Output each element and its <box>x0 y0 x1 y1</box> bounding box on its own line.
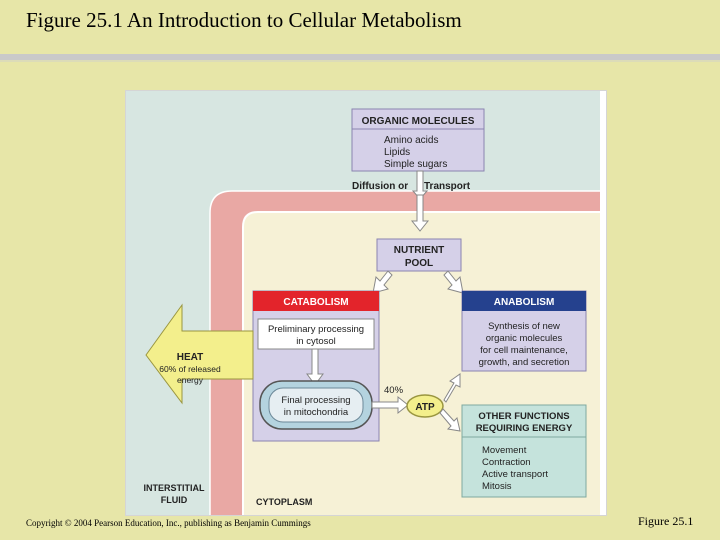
anabolism-label: for cell maintenance, <box>480 345 568 356</box>
membrane-arrow <box>410 194 430 232</box>
interstitial-fluid-label: FLUID <box>161 495 188 505</box>
metabolism-figure: ORGANIC MOLECULES Amino acids Lipids Sim… <box>125 90 607 516</box>
organic-molecules-box <box>351 108 485 172</box>
membrane-inner-edge <box>242 211 600 515</box>
pool-to-catabolism-arrow <box>372 270 393 294</box>
atp-to-anabolism-arrow <box>443 373 461 403</box>
figure-label: Figure 25.1 <box>638 514 694 528</box>
nutrient-pool-box <box>376 238 462 272</box>
atp-label: ATP <box>415 402 435 413</box>
preliminary-processing-label: Preliminary processing <box>268 324 364 335</box>
diffusion-label: Diffusion or <box>352 181 408 192</box>
pool-to-anabolism-arrow <box>443 270 464 294</box>
heat-label: 60% of released <box>159 364 221 374</box>
organic-molecule-item: Simple sugars <box>384 159 447 170</box>
final-processing-label: Final processing <box>281 395 350 406</box>
other-function-item: Contraction <box>482 457 531 468</box>
atp-node <box>406 394 444 418</box>
other-functions-title: OTHER FUNCTIONS <box>478 411 569 422</box>
copyright-notice: Copyright © 2004 Pearson Education, Inc.… <box>26 518 311 528</box>
organic-molecule-item: Lipids <box>384 147 410 158</box>
anabolism-header <box>462 291 586 311</box>
catabolism-header <box>253 291 379 311</box>
nutrient-pool-label: NUTRIENT <box>394 245 445 256</box>
organic-molecules-title: ORGANIC MOLECULES <box>362 116 475 127</box>
transport-label: Transport <box>424 181 471 192</box>
organic-molecule-item: Amino acids <box>384 135 438 146</box>
atp-to-other-arrow <box>439 408 461 432</box>
title-divider <box>0 54 720 60</box>
title-divider-shadow <box>0 60 720 62</box>
other-function-item: Active transport <box>482 469 548 480</box>
nutrient-pool-label: POOL <box>405 258 433 269</box>
metabolism-diagram: ORGANIC MOLECULES Amino acids Lipids Sim… <box>126 91 600 515</box>
final-processing-label: in mitochondria <box>284 407 349 418</box>
anabolism-label: organic molecules <box>486 333 563 344</box>
heat-label: energy <box>177 375 204 385</box>
cytoplasm-label: CYTOPLASM <box>256 497 312 507</box>
other-functions-panel <box>461 404 587 498</box>
to-mitochondria-arrow <box>306 348 324 386</box>
other-functions-title: REQUIRING ENERGY <box>476 423 573 434</box>
preliminary-processing-label: in cytosol <box>296 336 336 347</box>
anabolism-label: growth, and secretion <box>479 357 570 368</box>
catabolism-title: CATABOLISM <box>283 297 348 308</box>
anabolism-label: Synthesis of new <box>488 321 560 332</box>
mitochondria-inner <box>268 387 364 423</box>
mitochondria-to-atp-arrow <box>371 395 409 415</box>
heat-title: HEAT <box>177 352 203 363</box>
heat-arrow <box>145 303 254 405</box>
percent-label: 40% <box>384 385 404 396</box>
other-function-item: Mitosis <box>482 481 512 492</box>
membrane-outer-edge <box>209 190 600 515</box>
other-function-item: Movement <box>482 445 527 456</box>
slide-title: Figure 25.1 An Introduction to Cellular … <box>26 8 462 32</box>
anabolism-title: ANABOLISM <box>494 297 555 308</box>
interstitial-fluid-label: INTERSTITIAL <box>144 483 205 493</box>
